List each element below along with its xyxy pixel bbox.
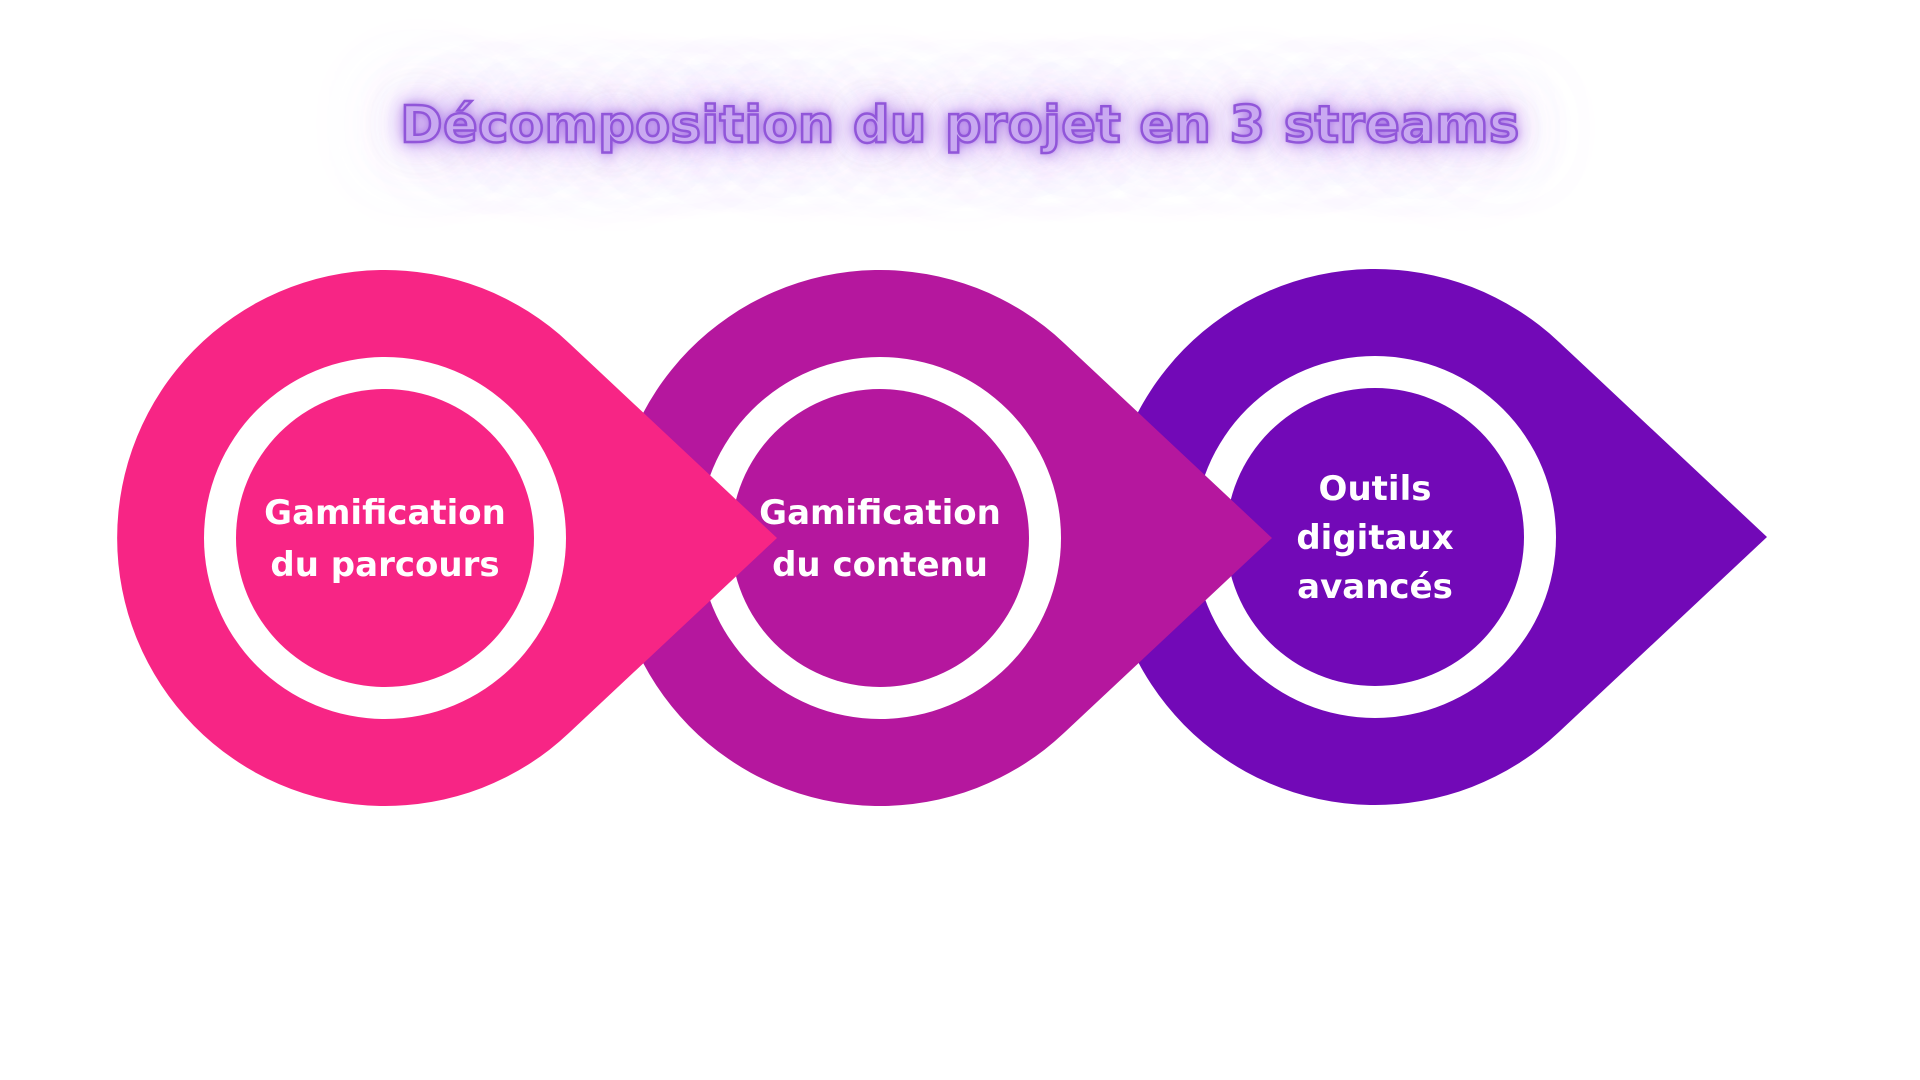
- stream-3-label-line3: avancés: [1297, 567, 1453, 607]
- stream-3-label-line1: Outils: [1319, 469, 1432, 509]
- stream-shape-2: Gamification du contenu: [612, 269, 1272, 806]
- page-title: Décomposition du projet en 3 streams: [399, 96, 1520, 155]
- inner-circle-2: [731, 389, 1029, 687]
- stream-2-label-line1: Gamification: [759, 493, 1001, 533]
- stream-2-label-line2: du contenu: [772, 545, 988, 585]
- inner-circle-3: [1226, 388, 1524, 686]
- stream-3-label-line2: digitaux: [1296, 518, 1453, 558]
- stream-shape-3: Outils digitaux avancés: [1107, 268, 1767, 805]
- stream-1-label-line1: Gamification: [264, 493, 506, 533]
- inner-circle-1: [236, 389, 534, 687]
- stream-1-label-line2: du parcours: [270, 545, 499, 585]
- stream-shape-1: Gamification du parcours: [117, 269, 777, 806]
